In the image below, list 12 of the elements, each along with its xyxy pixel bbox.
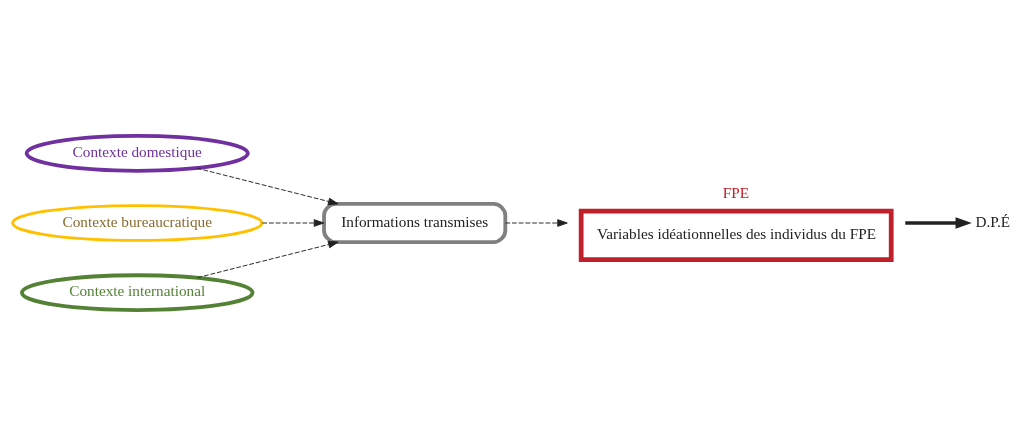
- node-text: D.P.É: [975, 212, 1011, 230]
- node-ellipse: Contexte international: [20, 273, 255, 312]
- arrow: [197, 240, 339, 279]
- node-ellipse: Contexte bureaucratique: [11, 204, 264, 242]
- arrow: [261, 219, 325, 227]
- arrow: [505, 219, 568, 227]
- arrow: [905, 217, 972, 229]
- node-ellipse: Contexte domestique: [24, 134, 250, 173]
- node-box: Variables idéationnelles des individus du FPE: [578, 208, 894, 263]
- node-label: FPE: [722, 184, 750, 202]
- node-box: Informations transmises: [322, 202, 508, 244]
- arrow: [196, 167, 339, 206]
